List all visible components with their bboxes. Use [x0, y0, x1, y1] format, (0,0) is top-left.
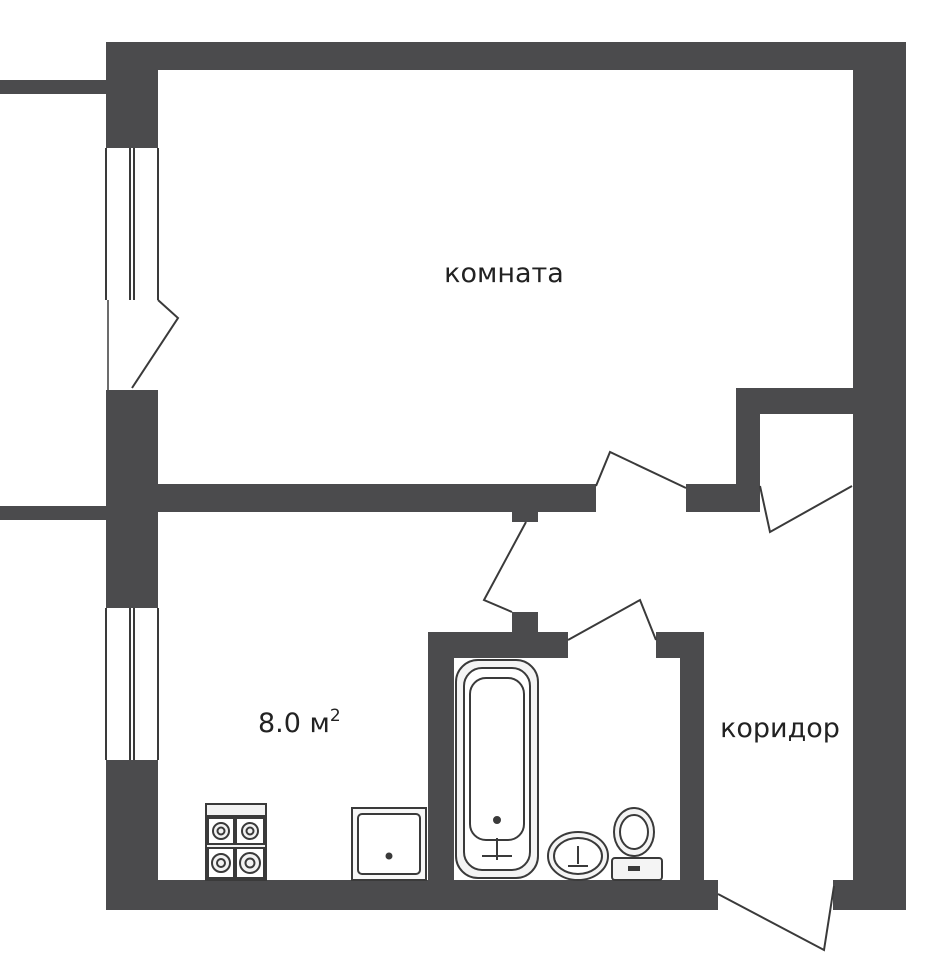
- wall-bath-top-left: [428, 632, 568, 658]
- wall-top: [106, 42, 906, 70]
- door-entrance: [717, 885, 835, 952]
- wall-post-lower: [512, 612, 538, 634]
- door-closet: [759, 485, 853, 534]
- wall-post-upper: [512, 508, 538, 522]
- toilet: [611, 807, 663, 881]
- wall-partition-horizontal: [106, 484, 596, 512]
- wall-bottom-right: [833, 880, 906, 910]
- door-room: [595, 450, 687, 489]
- wall-bottom: [106, 880, 718, 910]
- bathtub: [455, 659, 539, 879]
- doors: [106, 299, 853, 952]
- wall-right: [853, 42, 906, 910]
- exterior-line-lower: [0, 506, 108, 520]
- corridor-label: коридор: [720, 713, 840, 744]
- window-room: [105, 148, 159, 300]
- wall-bath-left: [428, 632, 454, 894]
- door-bathroom: [567, 598, 657, 641]
- window-kitchen: [105, 608, 159, 760]
- windows: [105, 148, 159, 760]
- kitchen-area-unit-sup: 2: [330, 706, 341, 726]
- bathroom-sink: [547, 831, 609, 881]
- stove: [205, 803, 267, 881]
- kitchen-sink: [351, 807, 427, 881]
- walls: [0, 42, 906, 910]
- kitchen-area-label: 8.0 м2: [258, 706, 341, 739]
- kitchen-area-value: 8.0 м: [258, 708, 330, 739]
- exterior-line-upper: [0, 80, 108, 94]
- wall-closet-top: [736, 388, 856, 414]
- wall-bath-right: [680, 632, 704, 894]
- door-kitchen: [482, 521, 527, 613]
- room-label: комната: [444, 258, 564, 289]
- door-balcony: [106, 299, 180, 390]
- wall-left-upper: [106, 42, 158, 148]
